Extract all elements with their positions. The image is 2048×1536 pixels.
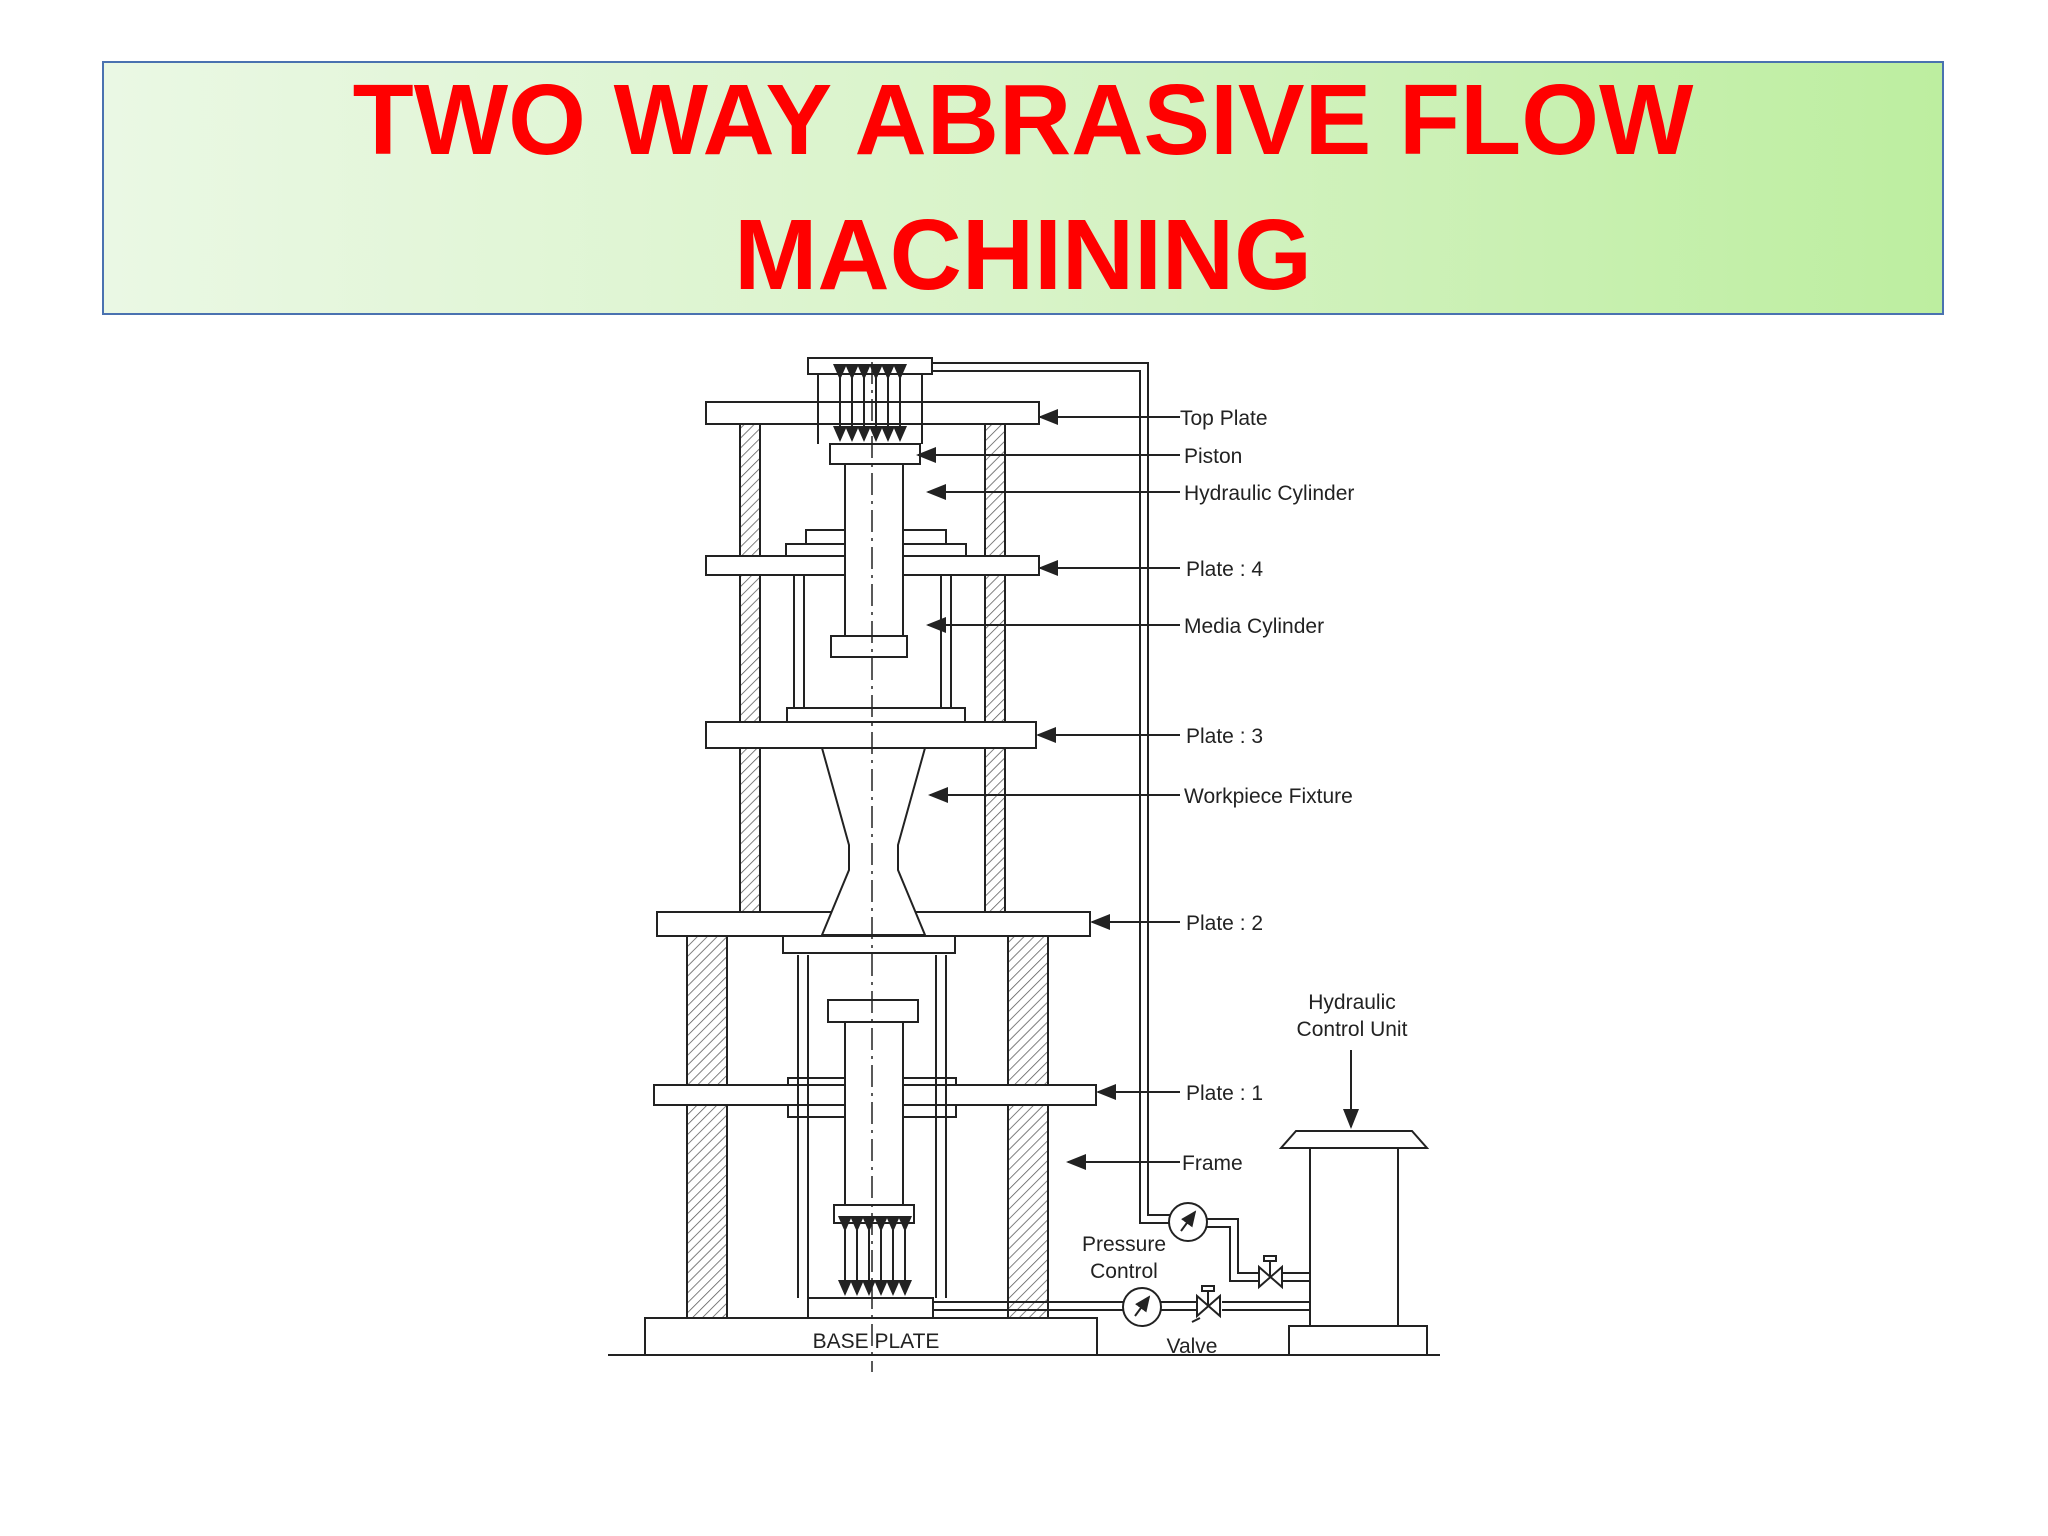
upper-piston bbox=[829, 443, 921, 465]
label-media-cylinder: Media Cylinder bbox=[1184, 615, 1324, 638]
lower-hydraulic-cylinder bbox=[844, 1019, 904, 1221]
label-hcu-line1: Hydraulic bbox=[1308, 991, 1396, 1014]
hydraulic-line-to-valve-1 bbox=[1204, 1218, 1258, 1274]
label-base-plate: BASE PLATE bbox=[813, 1330, 940, 1353]
valve-upper bbox=[1258, 1255, 1283, 1290]
plate-2-step bbox=[782, 935, 956, 954]
hydraulic-line-upper bbox=[932, 362, 1172, 1216]
upper-hydraulic-cylinder bbox=[844, 461, 904, 639]
label-pressure-line2: Control bbox=[1090, 1260, 1158, 1283]
slide-title: TWO WAY ABRASIVE FLOW MACHINING bbox=[352, 64, 1694, 311]
top-cap bbox=[807, 357, 933, 375]
label-hcu-line2: Control Unit bbox=[1297, 1018, 1408, 1041]
plate-3-step bbox=[786, 707, 966, 723]
label-hydraulic-cylinder: Hydraulic Cylinder bbox=[1184, 482, 1354, 505]
upper-piston-bottom bbox=[830, 635, 908, 658]
label-piston: Piston bbox=[1184, 445, 1242, 468]
label-plate-3: Plate : 3 bbox=[1186, 725, 1263, 748]
hydraulic-line-to-valve-1-inner bbox=[1204, 1226, 1258, 1282]
upper-frame-left bbox=[739, 423, 761, 913]
upper-pressure-arrows bbox=[833, 364, 907, 442]
workpiece-fixture bbox=[820, 747, 927, 936]
label-frame: Frame bbox=[1182, 1152, 1243, 1175]
upper-frame-right bbox=[984, 423, 1006, 913]
plate-3 bbox=[705, 721, 1037, 749]
lower-frame-left bbox=[686, 934, 728, 1319]
lower-piston-top bbox=[827, 999, 919, 1023]
lower-piston bbox=[833, 1204, 915, 1224]
lower-frame-right bbox=[1007, 934, 1049, 1319]
label-plate-1: Plate : 1 bbox=[1186, 1082, 1263, 1105]
label-workpiece-fixture: Workpiece Fixture bbox=[1184, 785, 1353, 808]
leader-lines bbox=[916, 409, 1201, 1323]
title-banner: TWO WAY ABRASIVE FLOW MACHINING bbox=[102, 61, 1944, 315]
hydraulic-control-unit bbox=[1278, 1130, 1430, 1356]
hydraulic-line-upper-inner bbox=[932, 370, 1172, 1224]
lower-pressure-arrows bbox=[838, 1216, 912, 1296]
label-top-plate: Top Plate bbox=[1180, 407, 1268, 430]
pressure-gauge-upper bbox=[1168, 1202, 1208, 1242]
valve-lower bbox=[1196, 1285, 1221, 1319]
label-valve: Valve bbox=[1167, 1335, 1218, 1358]
label-plate-4: Plate : 4 bbox=[1186, 558, 1263, 581]
pressure-gauge-lower bbox=[1122, 1287, 1162, 1327]
label-pressure-line1: Pressure bbox=[1082, 1233, 1166, 1256]
base-block bbox=[807, 1297, 934, 1319]
label-plate-2: Plate : 2 bbox=[1186, 912, 1263, 935]
